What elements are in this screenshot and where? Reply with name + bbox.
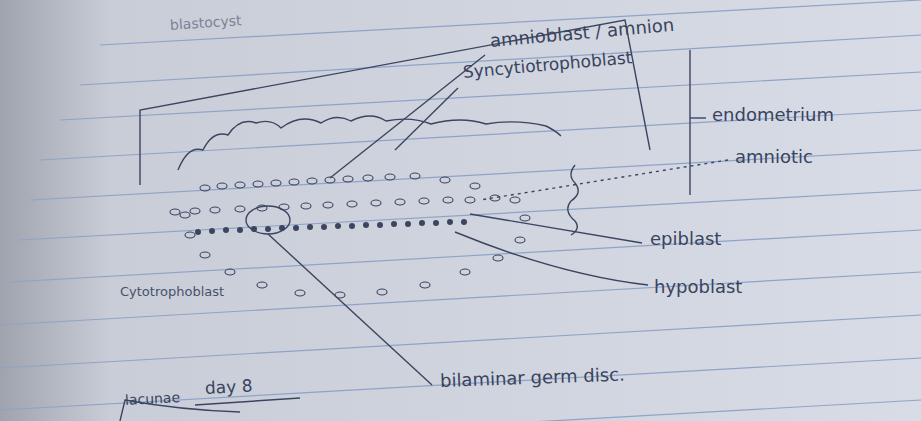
part-label: amniotic bbox=[735, 148, 813, 166]
part-label: lacunae bbox=[125, 390, 181, 407]
part-label: Cytotrophoblast bbox=[120, 285, 224, 298]
part-label: endometrium bbox=[712, 106, 834, 124]
part-label: epiblast bbox=[650, 230, 721, 248]
ink-sketch bbox=[120, 20, 728, 421]
part-label: hypoblast bbox=[654, 278, 742, 296]
day-label: day 8 bbox=[205, 378, 253, 397]
